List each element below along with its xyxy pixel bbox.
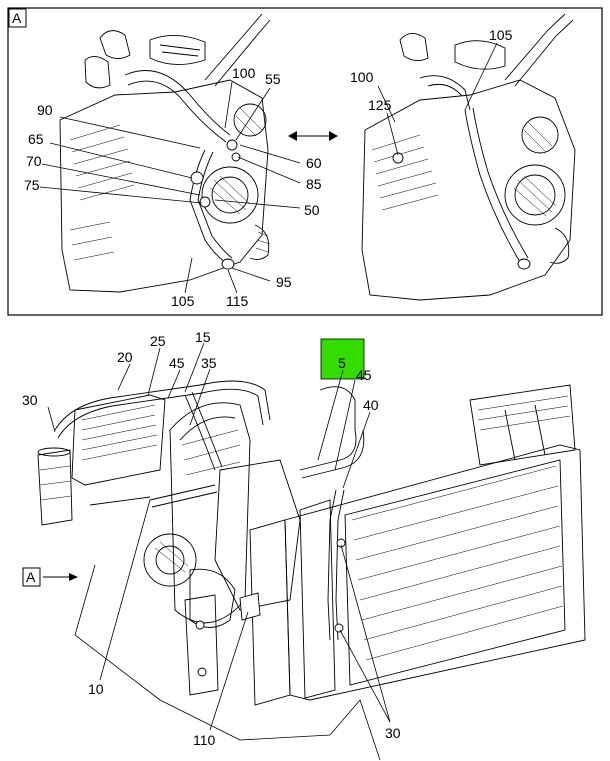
radiator-assembly [249, 384, 586, 706]
callout-50: 50 [304, 202, 320, 218]
callout-25: 25 [150, 333, 166, 349]
callout-65: 65 [28, 131, 44, 147]
callout-55: 55 [265, 71, 281, 87]
engine-detail-right [361, 13, 576, 301]
callout-100-left: 100 [232, 65, 256, 81]
callout-90: 90 [37, 102, 53, 118]
double-arrow-icon [288, 131, 338, 141]
fan-and-engine-front [143, 402, 301, 696]
view-marker-box [22, 567, 41, 587]
callout-105-top-right: 105 [489, 27, 513, 43]
callout-105-bottom: 105 [171, 293, 195, 309]
callout-110: 110 [193, 732, 216, 748]
callout-45-left: 45 [169, 355, 185, 371]
callout-95: 95 [276, 274, 292, 290]
detail-frame [7, 7, 603, 316]
leader-lines-bottom [47, 342, 391, 731]
leader-lines-top [39, 42, 498, 294]
callout-75: 75 [24, 177, 40, 193]
callout-60: 60 [306, 155, 322, 171]
callout-30-bottom: 30 [385, 725, 401, 741]
callout-10: 10 [88, 681, 104, 697]
callout-5: 5 [338, 355, 346, 371]
view-marker-label: A [26, 569, 36, 585]
callout-45-right: 45 [356, 367, 372, 383]
callout-35: 35 [201, 355, 217, 371]
engine-detail-left [59, 13, 271, 293]
detail-label: A [12, 10, 22, 26]
callout-100-right: 100 [350, 69, 374, 85]
callout-125: 125 [368, 97, 392, 113]
callout-20: 20 [117, 349, 133, 365]
callout-30-left: 30 [22, 392, 38, 408]
callout-115: 115 [226, 293, 249, 309]
callout-85: 85 [306, 176, 322, 192]
view-arrow-icon [43, 573, 78, 581]
detail-label-box [8, 8, 27, 28]
charge-air-piping [37, 380, 381, 761]
callout-40: 40 [363, 397, 379, 413]
callout-15: 15 [195, 329, 211, 345]
callout-70: 70 [26, 153, 42, 169]
